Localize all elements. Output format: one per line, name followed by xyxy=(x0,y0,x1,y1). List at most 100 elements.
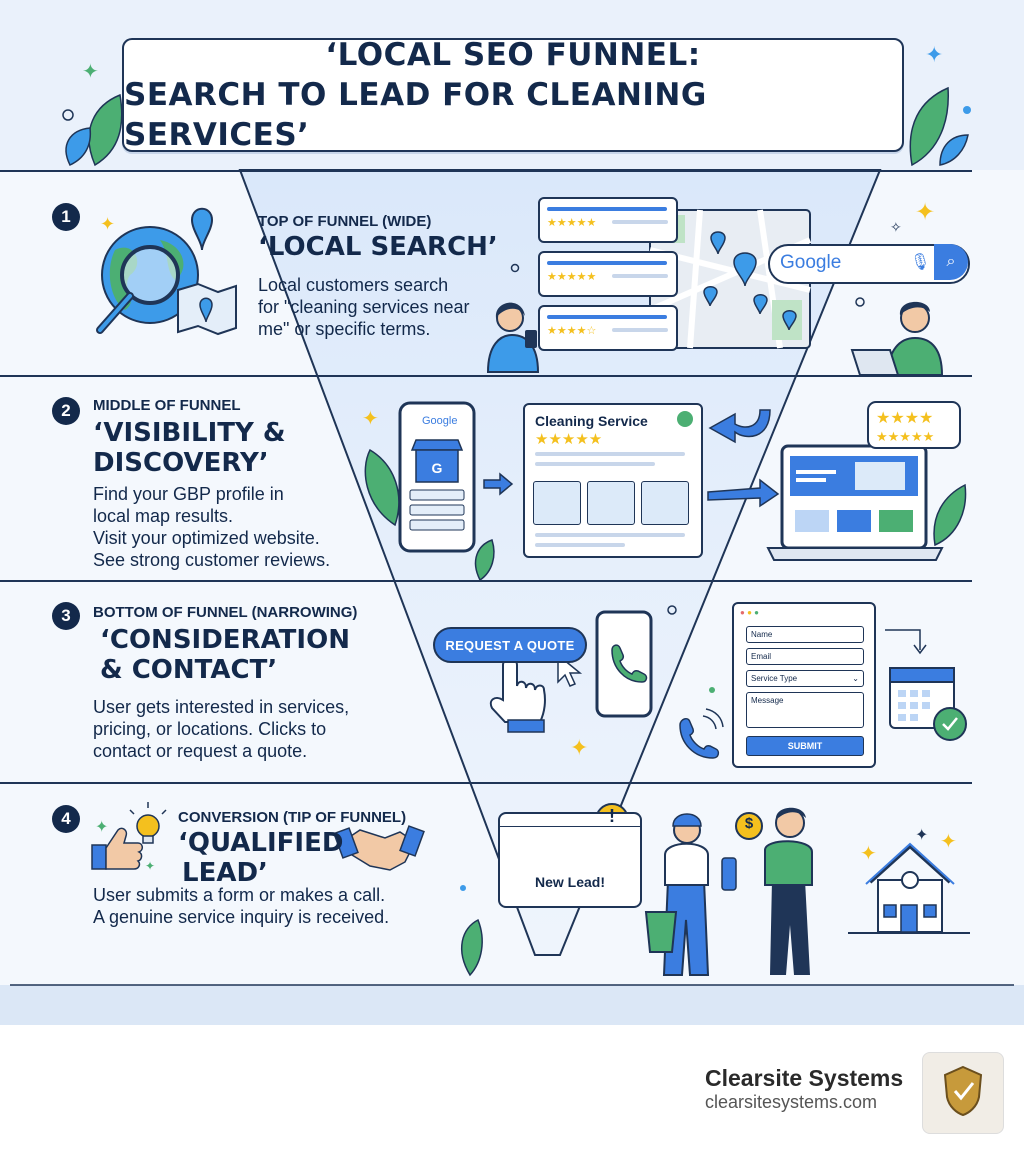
svg-text:✧: ✧ xyxy=(890,219,902,235)
request-quote-button[interactable]: REQUEST A QUOTE xyxy=(433,627,587,663)
stage-4-desc-line: User submits a form or makes a call. xyxy=(93,885,386,905)
new-lead-text: New Lead! xyxy=(534,874,605,890)
stage-4-desc-line: A genuine service inquiry is received. xyxy=(93,907,390,927)
google-search-bar: Google 🎙 ⌕ xyxy=(768,244,970,284)
stage-3-title: ‘CONSIDERATION & CONTACT’ xyxy=(100,625,350,685)
stage-3-description: User gets interested in services, pricin… xyxy=(93,696,349,762)
email-field[interactable]: Email xyxy=(746,648,864,665)
svg-text:★★★★★: ★★★★★ xyxy=(547,217,596,229)
svg-text:✦: ✦ xyxy=(362,408,379,430)
brand-url[interactable]: clearsitesystems.com xyxy=(705,1092,878,1112)
cleaner-illustration xyxy=(644,813,737,976)
brand-name: Clearsite Systems xyxy=(705,1065,904,1091)
stage-3-title-line: & CONTACT’ xyxy=(100,655,278,685)
stage-2-desc-line: Find your GBP profile in xyxy=(93,484,284,504)
man-with-laptop-illustration xyxy=(850,301,944,376)
title-line-2: SEARCH TO LEAD FOR CLEANING SERVICES’ xyxy=(124,77,707,153)
step-number-3: 3 xyxy=(52,602,80,630)
step-number-2: 2 xyxy=(52,397,80,425)
leaf-icon xyxy=(65,127,92,166)
step-number-1: 1 xyxy=(52,203,80,231)
stage-1-title-line: ‘LOCAL SEARCH’ xyxy=(258,232,498,262)
stage-3-desc-line: User gets interested in services, xyxy=(93,697,350,717)
photo-bucket xyxy=(641,481,689,525)
service-listing-card: Cleaning Service ★★★★★ xyxy=(523,403,703,558)
title-box: ‘LOCAL SEO FUNNEL: SEARCH TO LEAD FOR CL… xyxy=(122,37,904,153)
leaf-icon xyxy=(461,918,483,977)
name-field[interactable]: Name xyxy=(746,626,864,643)
stage-2-description: Find your GBP profile in local map resul… xyxy=(93,483,330,571)
stage-1-description: Local customers search for "cleaning ser… xyxy=(258,274,470,340)
search-icon: ⌕ xyxy=(934,244,968,280)
handshake-icon xyxy=(333,825,425,871)
woman-with-phone-illustration xyxy=(486,302,540,373)
brand-logo xyxy=(922,1052,1004,1134)
smartphone-icon xyxy=(595,610,653,718)
dollar-coin-icon xyxy=(735,812,763,840)
calendar-icon xyxy=(889,667,967,741)
svg-text:✦: ✦ xyxy=(100,214,115,234)
section-divider xyxy=(0,170,972,172)
svg-text:✦: ✦ xyxy=(570,735,588,760)
stage-2-title: ‘VISIBILITY & DISCOVERY’ xyxy=(93,418,286,478)
lightbulb-icon xyxy=(129,802,167,844)
leaf-icon xyxy=(909,86,949,167)
google-logo: Google xyxy=(780,252,842,273)
svg-text:✦: ✦ xyxy=(915,827,928,844)
arrow-right-icon xyxy=(707,478,780,508)
badge-icon xyxy=(677,411,693,427)
photo-supplies xyxy=(587,481,635,525)
svg-text:G: G xyxy=(432,460,443,476)
leaf-icon xyxy=(474,539,495,582)
section-divider xyxy=(0,782,972,784)
thumbs-up-icon xyxy=(91,827,143,870)
svg-text:✦: ✦ xyxy=(915,199,935,226)
stage-2-title-line: DISCOVERY’ xyxy=(93,448,269,478)
svg-text:★★★★★: ★★★★★ xyxy=(876,429,934,444)
svg-text:★★★★☆: ★★★★☆ xyxy=(547,325,596,337)
stage-1-title: ‘LOCAL SEARCH’ xyxy=(258,232,498,262)
text-line xyxy=(535,462,655,466)
window-dots: ● ● ● xyxy=(740,608,759,617)
pointing-hand-icon xyxy=(489,658,546,723)
submit-button[interactable]: SUBMIT xyxy=(746,736,864,756)
stage-4-label: CONVERSION (TIP OF FUNNEL) xyxy=(178,809,407,826)
stage-4-title: ‘QUALIFIED LEAD’ xyxy=(178,828,343,888)
stage-4-description: User submits a form or makes a call. A g… xyxy=(93,884,389,928)
card-titlebar xyxy=(500,814,640,827)
svg-text:✦: ✦ xyxy=(925,42,943,67)
magnifier-icon xyxy=(120,245,180,305)
svg-text:✦: ✦ xyxy=(940,831,957,853)
leaf-icon xyxy=(88,93,123,167)
listing-card: ★★★★☆ xyxy=(538,305,678,351)
house-icon xyxy=(848,842,970,934)
leaf-icon xyxy=(933,483,967,547)
storefront-icon xyxy=(410,439,464,451)
text-line xyxy=(535,533,685,537)
stage-3-desc-line: pricing, or locations. Clicks to xyxy=(93,719,327,739)
service-type-select[interactable]: Service Type ⌄ xyxy=(746,670,864,687)
service-type-label: Service Type xyxy=(751,674,798,683)
svg-text:✦: ✦ xyxy=(860,843,877,865)
arrow-right-icon xyxy=(483,472,514,496)
leaf-icon xyxy=(939,134,969,166)
message-field[interactable]: Message xyxy=(746,692,864,728)
stage-3-desc-line: contact or request a quote. xyxy=(93,741,308,761)
photo-cleaner xyxy=(533,481,581,525)
listing-card: ★★★★★ xyxy=(538,197,678,243)
contact-form: ● ● ● Name Email Service Type ⌄ Message S… xyxy=(732,602,876,768)
stage-3-label: BOTTOM OF FUNNEL (NARROWING) xyxy=(93,604,358,621)
step-number-4: 4 xyxy=(52,805,80,833)
text-line xyxy=(535,543,625,547)
review-bubble: ★★★★ ★★★★★ xyxy=(867,401,961,449)
svg-text:✦: ✦ xyxy=(82,61,99,83)
client-illustration xyxy=(764,807,813,975)
microphone-icon: 🎙 xyxy=(910,254,931,271)
stage-2-desc-line: See strong customer reviews. xyxy=(93,550,331,570)
stage-2-desc-line: local map results. xyxy=(93,506,234,526)
phone-google-label: Google xyxy=(422,415,458,427)
phone-ringing-icon xyxy=(679,717,720,759)
chevron-down-icon: ⌄ xyxy=(852,674,859,683)
